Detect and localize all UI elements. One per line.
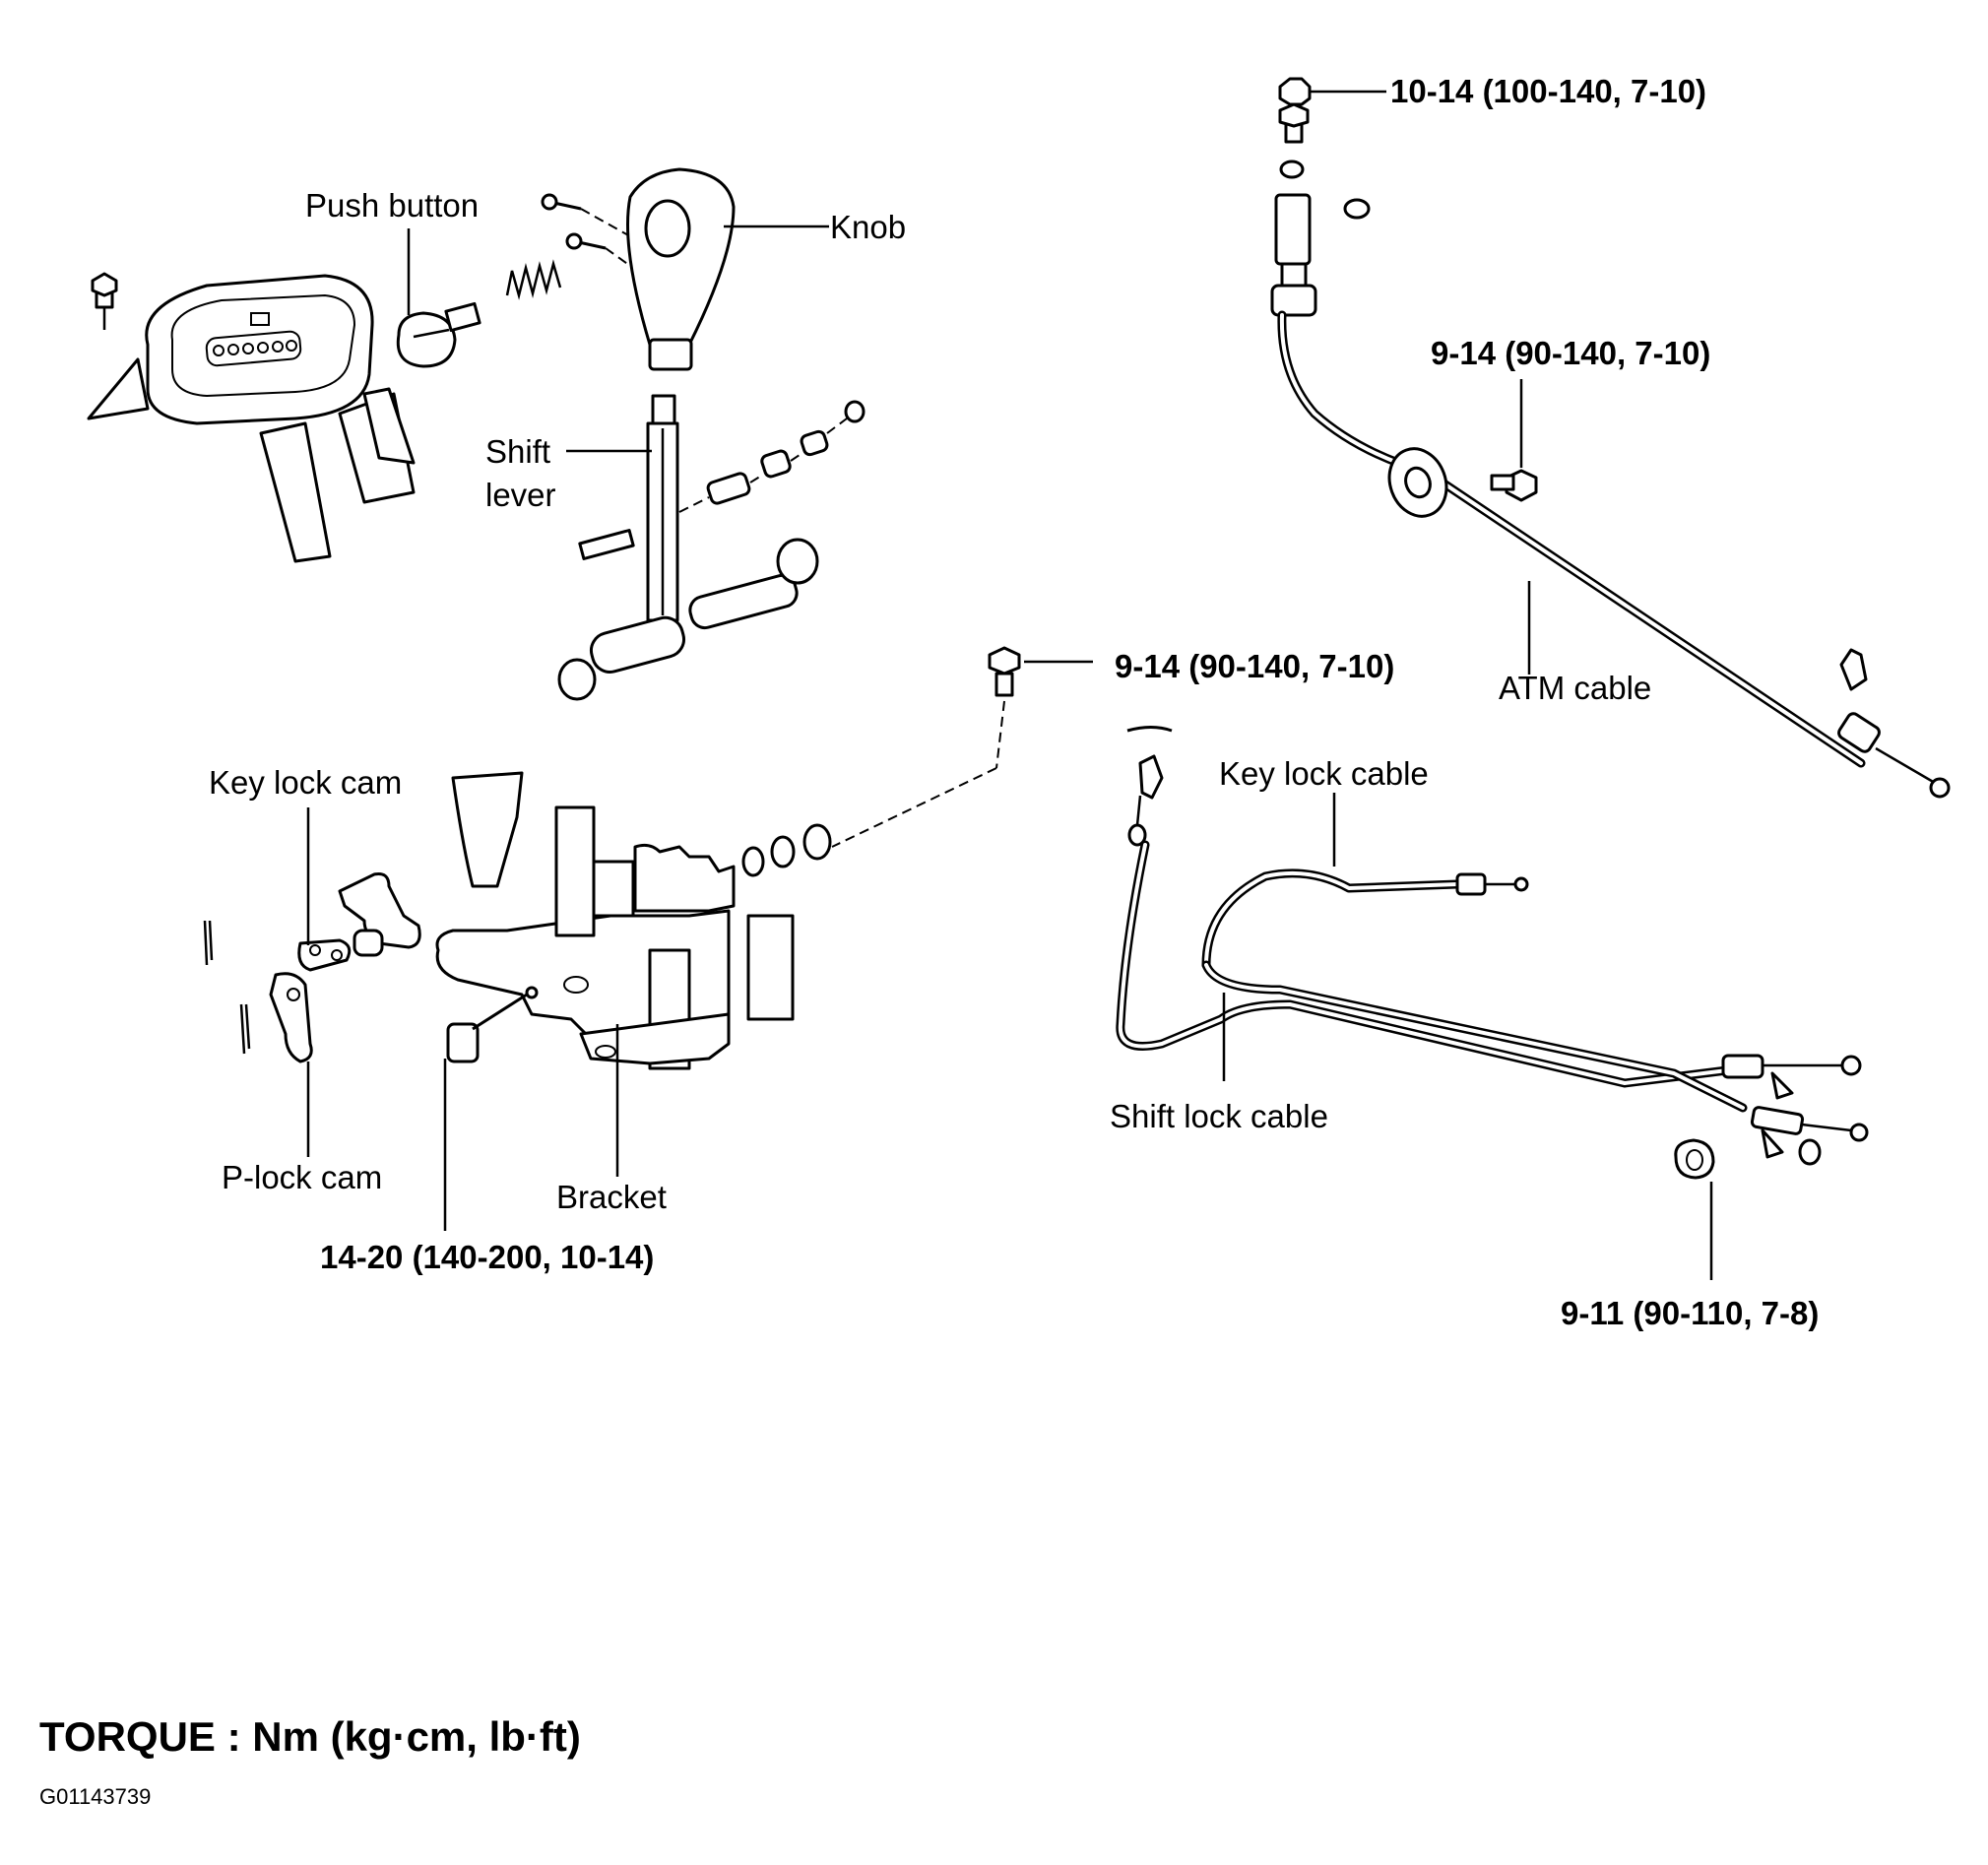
small-washer xyxy=(1798,1138,1822,1166)
cotter-pins xyxy=(203,920,251,1055)
label-key-lock-cam: Key lock cam xyxy=(209,764,402,801)
label-knob: Knob xyxy=(830,209,906,245)
lever-pin xyxy=(578,529,635,560)
label-push-button: Push button xyxy=(305,187,479,224)
bracket xyxy=(435,771,795,1070)
lever-bushing-set xyxy=(678,400,866,513)
torque-labels: 10-14 (100-140, 7-10) 9-14 (90-140, 7-10… xyxy=(320,73,1819,1331)
label-shift-lock-cable: Shift lock cable xyxy=(1110,1098,1328,1134)
label-bracket: Bracket xyxy=(556,1179,667,1215)
key-lock-cable xyxy=(1116,754,1748,1088)
torque-top-nut: 10-14 (100-140, 7-10) xyxy=(1390,73,1706,109)
label-shift-lever-1: Shift xyxy=(485,433,550,470)
bracket-washers xyxy=(741,823,832,877)
shift-lock-cable xyxy=(1201,960,1869,1159)
cover-screw xyxy=(91,272,118,330)
footer: TORQUE : Nm (kg·cm, lb·ft) G01143739 xyxy=(39,1713,581,1809)
torque-cable-nut: 9-11 (90-110, 7-8) xyxy=(1561,1295,1819,1331)
cable-nut xyxy=(1674,1138,1715,1180)
knob xyxy=(626,167,736,371)
torque-bracket-lower-bolt: 14-20 (140-200, 10-14) xyxy=(320,1239,654,1275)
push-button xyxy=(396,301,481,368)
leader-lines xyxy=(306,90,1713,1280)
spring xyxy=(505,259,562,300)
torque-bracket-bolt: 9-14 (90-140, 7-10) xyxy=(1115,648,1394,684)
cam-linkage xyxy=(338,872,421,957)
lever-pivot-pipe xyxy=(557,538,819,701)
cable-clip xyxy=(1126,726,1173,733)
atm-cable-bolt xyxy=(1490,469,1538,502)
label-key-lock-cable: Key lock cable xyxy=(1219,755,1429,792)
label-shift-lever-2: lever xyxy=(485,477,556,513)
p-lock-cam xyxy=(269,972,313,1063)
shift-lever xyxy=(646,394,679,622)
knob-screws xyxy=(541,193,631,267)
bracket-top-bolt xyxy=(831,646,1021,848)
part-labels: Push button Knob Shift lever Key lock ca… xyxy=(209,187,1651,1215)
label-atm-cable: ATM cable xyxy=(1499,670,1651,706)
bracket-lower-bolt xyxy=(446,986,539,1063)
torque-units-title: TORQUE : Nm (kg·cm, lb·ft) xyxy=(39,1713,581,1760)
atm-cable xyxy=(1270,77,1951,799)
figure-code: G01143739 xyxy=(39,1784,151,1809)
label-p-lock-cam: P-lock cam xyxy=(222,1159,382,1195)
key-lock-cam xyxy=(297,938,352,972)
indicator-cover xyxy=(87,274,416,563)
torque-atm-cable-bolt: 9-14 (90-140, 7-10) xyxy=(1431,335,1710,371)
